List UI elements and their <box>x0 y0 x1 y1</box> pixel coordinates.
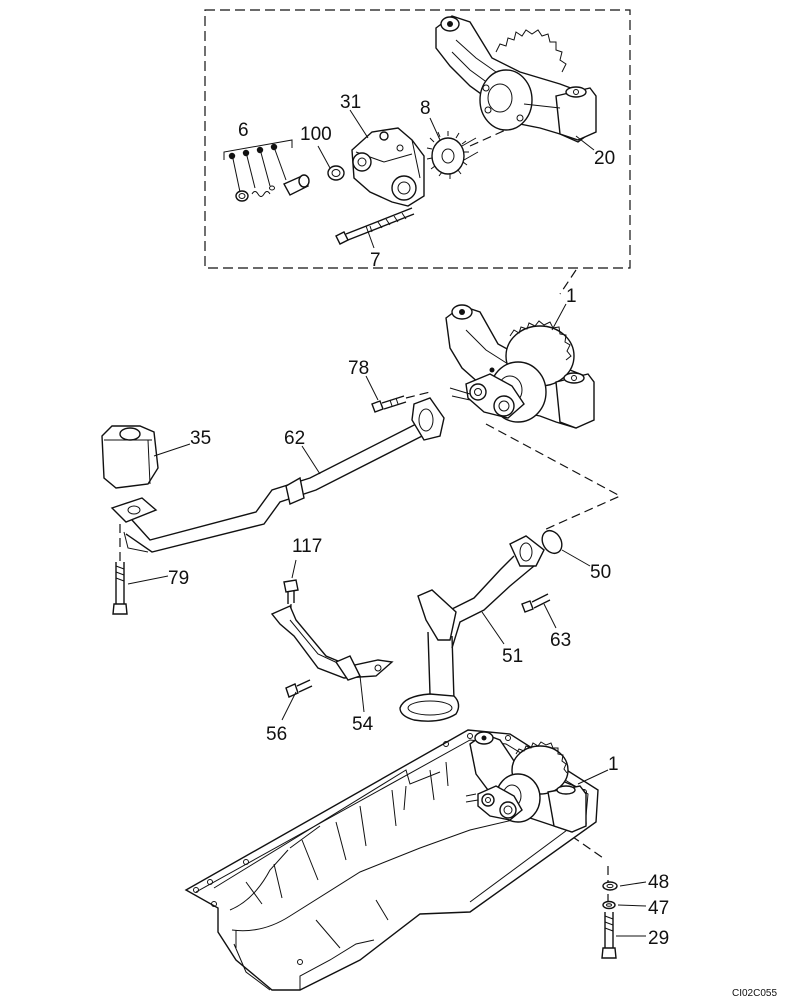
callout-50: 50 <box>590 562 611 583</box>
pump-body-20 <box>435 15 597 143</box>
leader-lines <box>127 109 647 937</box>
callout-62: 62 <box>284 428 305 449</box>
bolt-29 <box>601 912 617 959</box>
callout-35: 35 <box>190 428 211 449</box>
callout-63: 63 <box>550 630 571 651</box>
suction-pipe-62 <box>110 397 445 553</box>
washer-100 <box>327 165 345 181</box>
relief-valve-kit <box>223 139 310 202</box>
bolt-63 <box>521 593 551 613</box>
callout-117: 117 <box>292 536 322 557</box>
callout-8: 8 <box>420 98 431 119</box>
callout-51: 51 <box>502 646 523 667</box>
adapter-block-35 <box>101 425 159 489</box>
pump-assembly-1-bottom <box>465 731 587 833</box>
callout-31: 31 <box>340 92 361 113</box>
callout-29: 29 <box>648 928 669 949</box>
bolt-117 <box>283 579 299 616</box>
pump-subassembly-box <box>204 9 631 269</box>
bolt-56 <box>285 679 313 698</box>
callout-78: 78 <box>348 358 369 379</box>
callout-54: 54 <box>352 714 374 735</box>
lock-washer-47 <box>602 900 616 910</box>
bolt-78 <box>371 395 407 413</box>
callout-48: 48 <box>648 872 669 893</box>
callout-79: 79 <box>168 568 189 589</box>
callout-1-top: 1 <box>566 286 577 307</box>
oil-strainer-51 <box>399 535 545 722</box>
drawing-code: CI02C055 <box>732 988 777 999</box>
callout-6: 6 <box>238 120 249 141</box>
bolt-7 <box>335 207 415 245</box>
callout-47: 47 <box>648 898 669 919</box>
washer-48 <box>602 881 618 891</box>
pump-assembly-1-middle <box>445 304 595 429</box>
callout-100: 100 <box>300 124 332 145</box>
callout-7: 7 <box>370 250 381 271</box>
callout-56: 56 <box>266 724 287 745</box>
callout-1-bottom: 1 <box>608 754 619 775</box>
o-ring-50 <box>541 529 563 555</box>
driven-gear-8 <box>426 131 479 179</box>
bracket-54 <box>270 605 394 681</box>
bolt-79 <box>112 524 128 615</box>
callout-20: 20 <box>594 148 615 169</box>
pump-cover-31 <box>351 127 425 207</box>
